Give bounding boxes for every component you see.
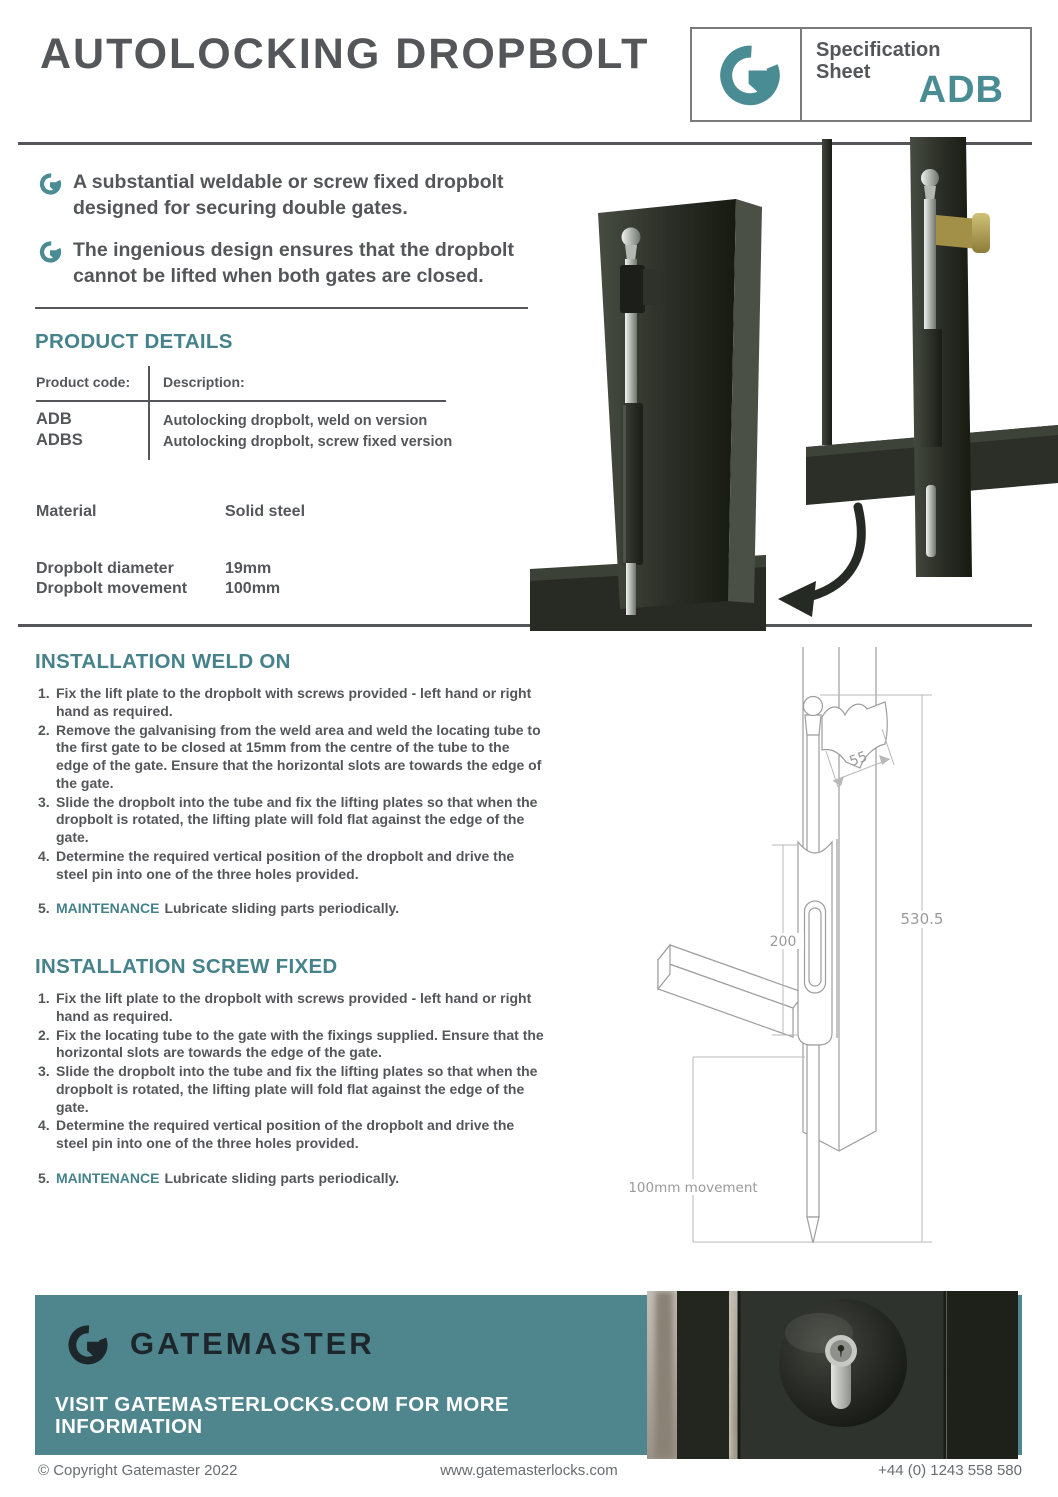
drawing-dimension-lines <box>692 694 932 1243</box>
right-gate-photo <box>806 137 1058 577</box>
table-row-code: ADBS <box>36 431 83 449</box>
divider-middle <box>18 624 1032 627</box>
intro-bullet: The ingenious design ensures that the dr… <box>38 238 578 289</box>
section-heading-product-details: PRODUCT DETAILS <box>35 330 233 353</box>
table-row-code: ADB <box>36 410 72 428</box>
table-vertical-rule <box>148 366 150 460</box>
footer-lock-photo <box>647 1291 1018 1459</box>
table-header-code: Product code: <box>36 374 131 390</box>
section-heading-screw-fixed: INSTALLATION SCREW FIXED <box>35 955 338 978</box>
spec-value: Solid steel <box>225 503 306 520</box>
gatemaster-g-icon <box>715 39 785 109</box>
step-item: 2. Remove the galvanising from the weld … <box>38 721 542 791</box>
step-item: 4. Determine the required vertical posit… <box>38 1117 515 1152</box>
divider-intro <box>35 307 528 309</box>
table-header-desc: Description: <box>163 374 245 390</box>
gatemaster-g-icon <box>38 171 63 196</box>
curved-arrow-icon <box>778 502 866 617</box>
page-title: AUTOLOCKING DROPBOLT <box>40 30 650 78</box>
dim-movement-label: 100mm movement <box>628 1180 757 1196</box>
technical-drawing-dropbolt: 530.5 200 100mm movement 55 <box>628 647 944 1244</box>
spec-badge: Specification Sheet ADB <box>690 27 1032 122</box>
table-horizontal-rule <box>36 400 446 402</box>
phone-text: +44 (0) 1243 558 580 <box>878 1462 1022 1479</box>
product-photo-gates-dropbolt <box>530 137 1058 631</box>
badge-label: Sheet <box>816 61 871 83</box>
badge-divider <box>800 29 802 120</box>
dim-200-label: 200 <box>770 934 797 950</box>
step-item: 3. Slide the dropbolt into the tube and … <box>38 793 538 846</box>
left-gate-photo <box>530 199 766 631</box>
section-heading-weld-on: INSTALLATION WELD ON <box>35 650 291 673</box>
table-row-desc: Autolocking dropbolt, weld on version <box>163 413 428 429</box>
drawing-gate-rail <box>657 943 806 1038</box>
spec-label: Material <box>36 503 97 520</box>
intro-bullet-text: The ingenious design ensures that the dr… <box>73 239 514 287</box>
spec-value: 19mm <box>225 560 272 577</box>
gatemaster-g-icon <box>65 1321 111 1367</box>
step-item: 3. Slide the dropbolt into the tube and … <box>38 1063 538 1115</box>
spec-label: Dropbolt diameter <box>36 560 174 577</box>
step-item: 2. Fix the locating tube to the gate wit… <box>38 1026 544 1061</box>
step-item: 1. Fix the lift plate to the dropbolt wi… <box>38 685 532 719</box>
dim-55-label: 55 <box>847 749 869 770</box>
product-code-badge: ADB <box>918 69 1004 111</box>
brand-wordmark: GATEMASTER <box>130 1326 375 1361</box>
spec-label: Dropbolt movement <box>36 580 188 597</box>
dim-total-label: 530.5 <box>901 910 944 928</box>
spec-value: 100mm <box>225 580 281 597</box>
maintenance-label: MAINTENANCE <box>56 900 160 917</box>
drawing-dimension-arrows <box>833 755 890 786</box>
step-item: 4. Determine the required vertical posit… <box>38 847 515 882</box>
drawing-lift-plate <box>821 701 888 769</box>
website-text: www.gatemasterlocks.com <box>440 1462 618 1479</box>
table-row-desc: Autolocking dropbolt, screw fixed versio… <box>163 434 453 450</box>
footer-banner: GATEMASTER VISIT GATEMASTERLOCKS.COM FOR… <box>35 1291 1022 1459</box>
badge-label: Specification <box>816 39 941 61</box>
gatemaster-g-icon <box>38 239 63 264</box>
intro-bullet-text: A substantial weldable or screw fixed dr… <box>73 171 504 219</box>
drawing-ball-finial <box>802 695 824 717</box>
screw-fixed-steps: 1. Fix the lift plate to the dropbolt wi… <box>38 990 546 1189</box>
copyright-text: © Copyright Gatemaster 2022 <box>38 1462 238 1479</box>
step-item: 1. Fix the lift plate to the dropbolt wi… <box>38 990 532 1024</box>
maintenance-label: MAINTENANCE <box>56 1169 160 1186</box>
weld-on-steps: 1. Fix the lift plate to the dropbolt wi… <box>38 685 546 919</box>
intro-bullet: A substantial weldable or screw fixed dr… <box>38 170 578 221</box>
footer-cta-text: VISIT GATEMASTERLOCKS.COM FOR MORE INFOR… <box>55 1393 509 1438</box>
divider-top <box>18 142 1032 145</box>
